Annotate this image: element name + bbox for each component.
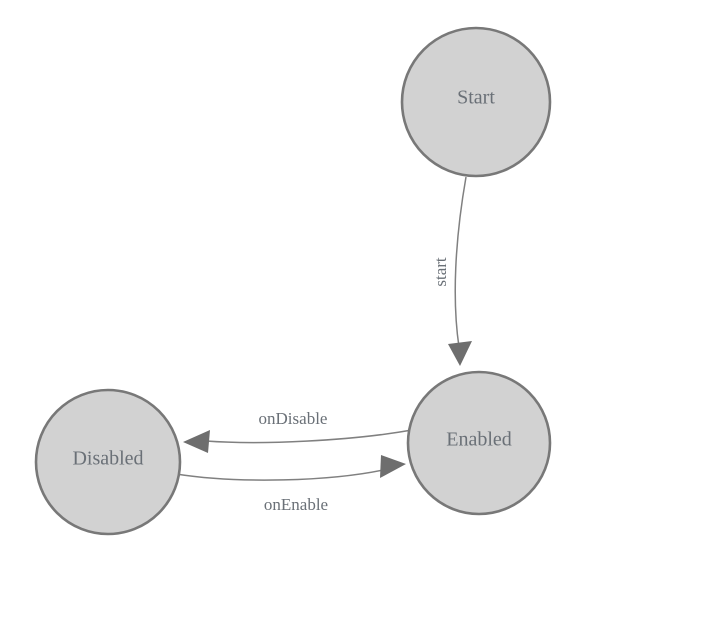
arrowhead-start-to-enabled: [448, 341, 472, 366]
arrowhead-disabled-to-enabled: [380, 455, 406, 478]
edge-line-onEnable: [175, 469, 384, 481]
edge-line-start: [454, 176, 467, 348]
node-enabled-label: Enabled: [446, 429, 512, 451]
node-start-label: Start: [457, 87, 495, 109]
node-disabled-circle: [34, 388, 182, 536]
node-enabled[interactable]: Enabled: [406, 370, 552, 516]
edge-enabled-to-disabled[interactable]: onDisable: [183, 409, 413, 453]
edge-line-onDisable: [205, 429, 413, 444]
edge-label-onDisable: onDisable: [259, 409, 328, 428]
edge-start-to-enabled[interactable]: start: [431, 176, 472, 366]
node-start[interactable]: Start: [400, 26, 552, 178]
arrowhead-enabled-to-disabled: [183, 430, 210, 453]
node-disabled-label: Disabled: [72, 448, 143, 470]
node-start-circle: [400, 26, 552, 178]
node-disabled[interactable]: Disabled: [34, 388, 182, 536]
edge-label-onEnable: onEnable: [264, 495, 328, 514]
node-enabled-circle: [406, 370, 552, 516]
edge-label-start: start: [431, 257, 450, 287]
edge-disabled-to-enabled[interactable]: onEnable: [175, 455, 406, 514]
